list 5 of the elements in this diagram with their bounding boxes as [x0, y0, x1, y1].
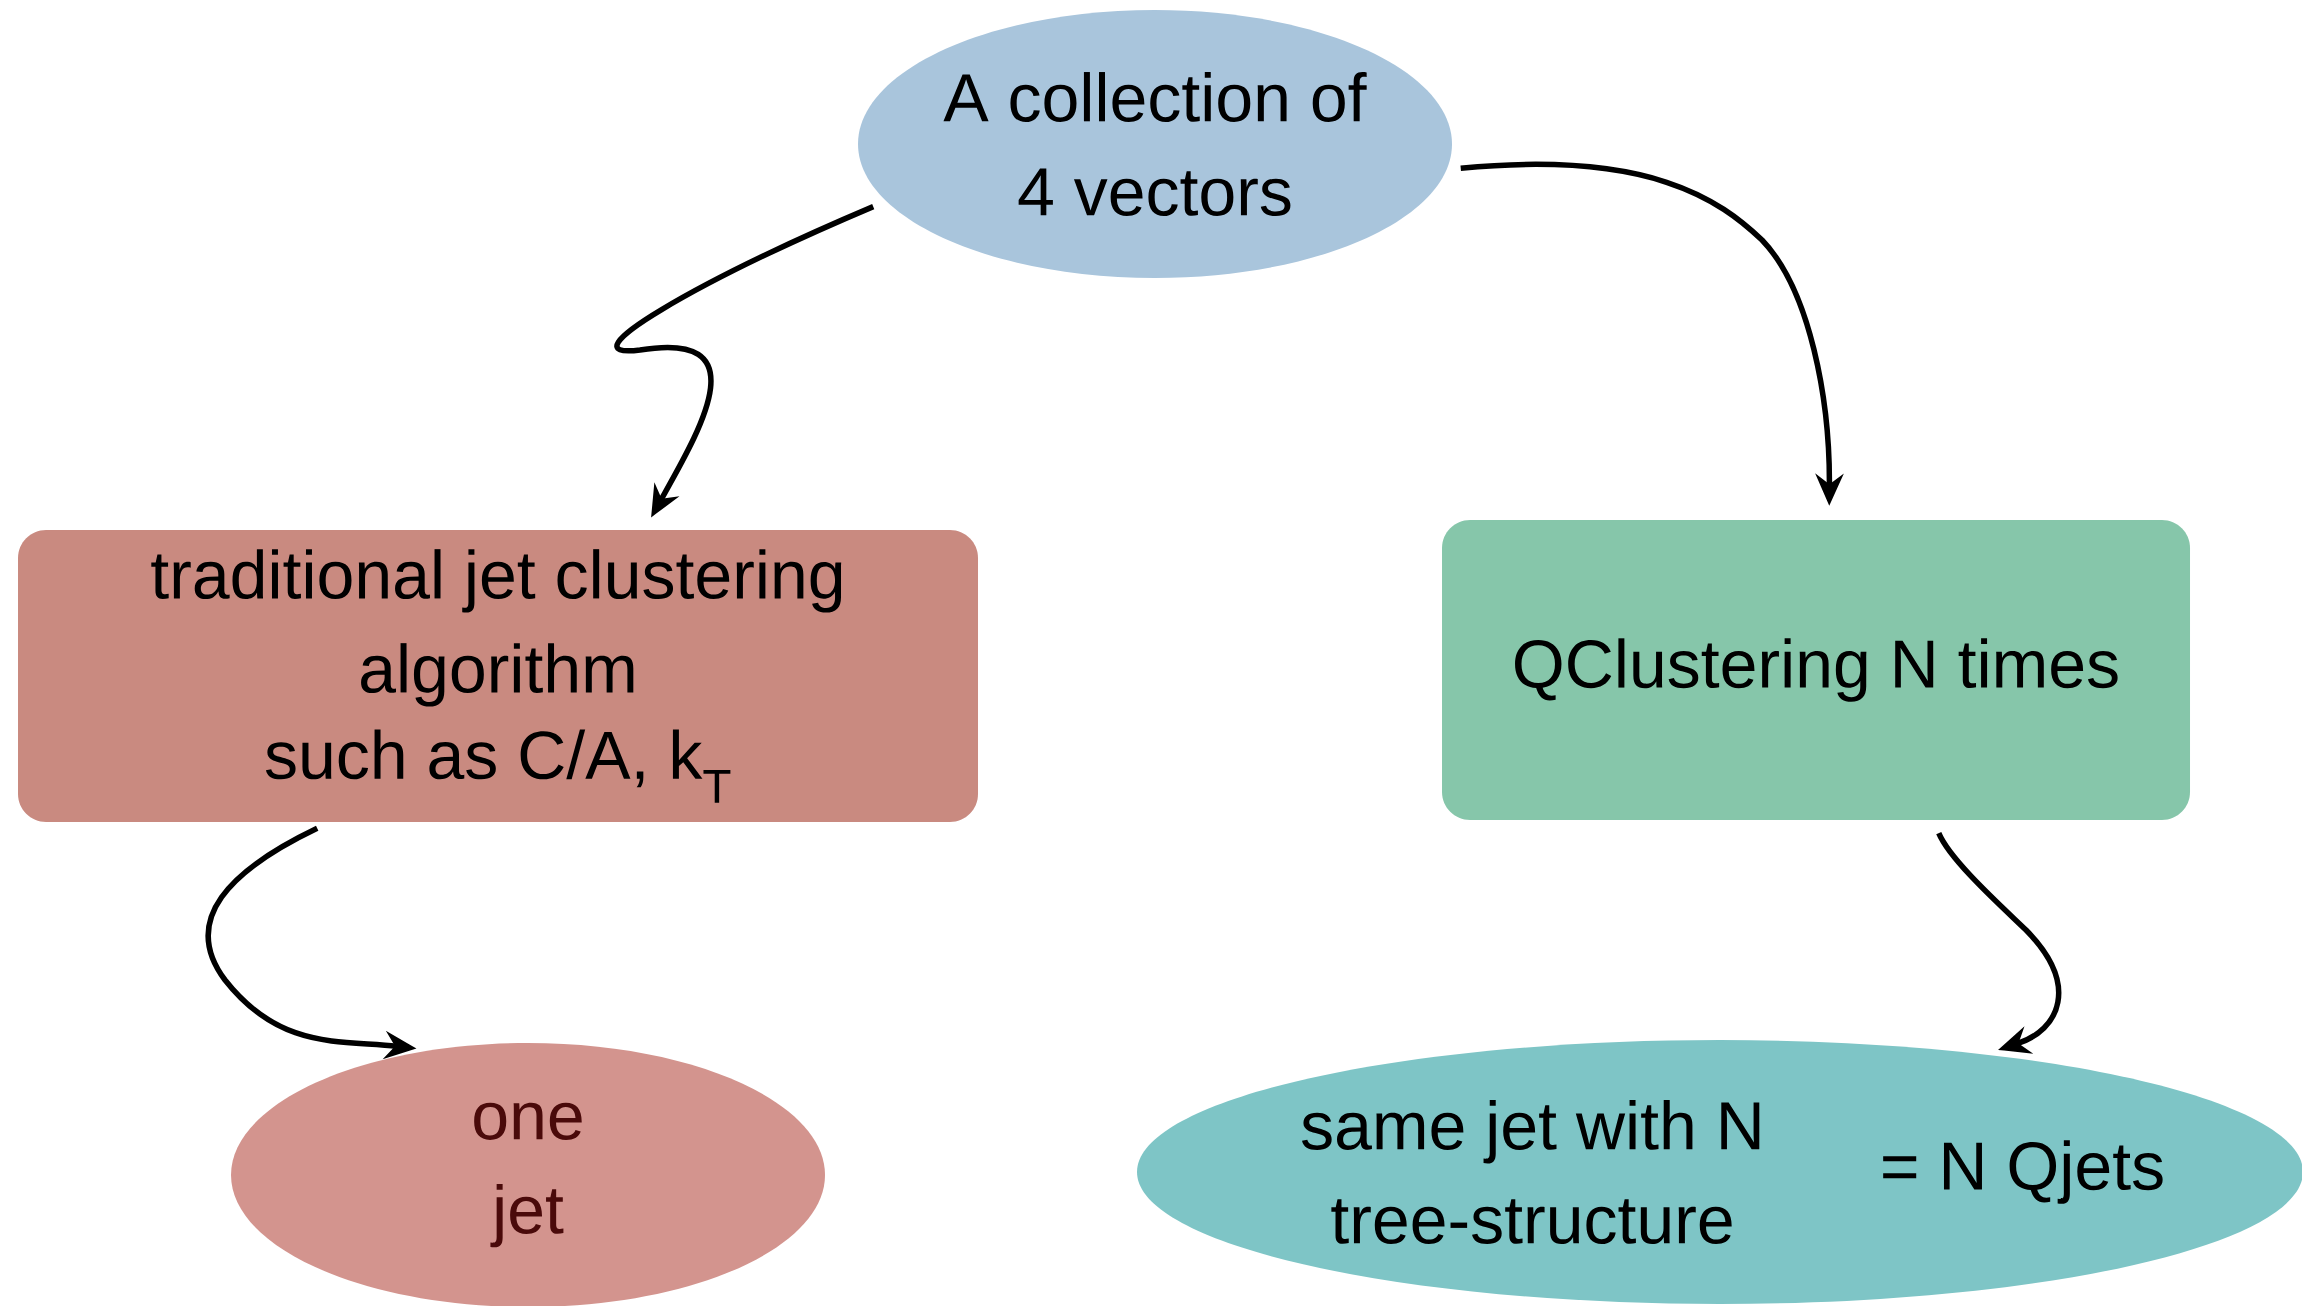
ellipse-node: same jet with N tree-structure = N Qjets	[1137, 1040, 2302, 1304]
process-box: QClustering N times	[1442, 520, 2190, 820]
ellipse-node: A collection of 4 vectors	[858, 10, 1452, 278]
arrow	[1936, 831, 2062, 1054]
process-box: traditional jet clustering algorithm such as C/A, k$_{T}$	[18, 530, 978, 822]
